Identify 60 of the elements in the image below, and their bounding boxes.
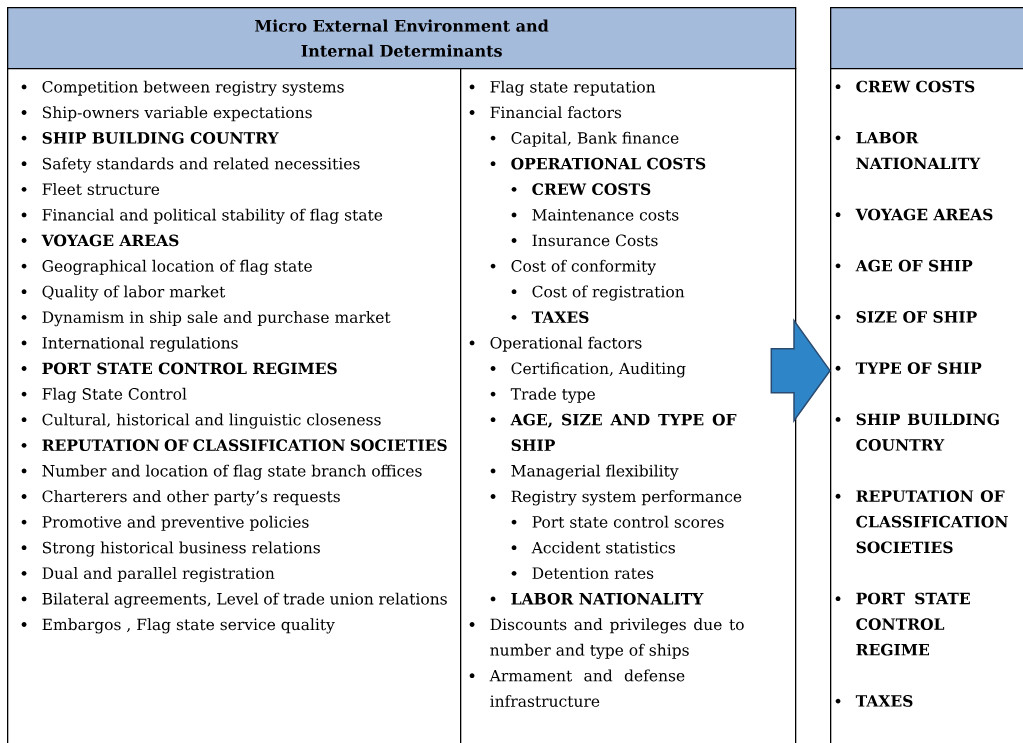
list-panel (7, 68, 462, 743)
bullet-item: Embargos , Flag state service quality (21, 618, 335, 634)
bullet-item: Certification, Auditing (490, 362, 686, 378)
bullet-item: SIZE OF SHIP (835, 311, 977, 323)
bullet-item: Competition between registry systems (21, 80, 344, 96)
bullet-item: AGE OF SHIP (835, 259, 973, 272)
bullet-item: Managerial flexibility (490, 464, 679, 480)
block-arrow (770, 318, 831, 423)
bullet-item: Cost of registration (511, 285, 685, 301)
bullet-item: Geographical location of flag state (21, 259, 312, 276)
bullet-item: PORT STATE CONTROL REGIME (835, 592, 970, 656)
bullet-item: Capital, Bank finance (490, 131, 679, 147)
bullet-item: Quality of labor market (21, 285, 226, 301)
list-panel (830, 68, 1023, 743)
bullet-item: Cost of conformity (490, 259, 656, 276)
bullet-item: Detention rates (511, 567, 654, 580)
bullet-item: TAXES (511, 311, 589, 324)
bullet-item: International regulations (21, 336, 238, 352)
bullet-item: Dual and parallel registration (21, 567, 275, 583)
bullet-item: REPUTATION OF CLASSIFICATION SOCIETIES (835, 490, 1008, 554)
bullet-item: OPERATIONAL COSTS (490, 157, 706, 170)
bullet-item: LABOR NATIONALITY (835, 131, 981, 170)
bullet-item: SHIP BUILDING COUNTRY (835, 413, 999, 451)
bullet-item: Insurance Costs (511, 234, 658, 247)
bullet-item: SHIP BUILDING COUNTRY (21, 132, 279, 144)
bullet-item: Trade type (490, 387, 595, 404)
bullet-item: Strong historical business relations (21, 541, 320, 557)
bullet-item: Fleet structure (21, 183, 160, 196)
bullet-item: PORT STATE CONTROL REGIMES (21, 362, 337, 375)
bullet-item: Armament and defense infrastructure (469, 669, 685, 708)
bullet-item: LABOR NATIONALITY (490, 592, 704, 605)
bullet-item: Number and location of flag state branch offices (21, 464, 422, 480)
list-panel (460, 68, 797, 743)
bullet-item: Registry system performance (490, 490, 742, 506)
bullet-item: Financial factors (469, 106, 622, 119)
bullet-item: TAXES (835, 695, 913, 707)
bullet-item: Operational factors (469, 336, 642, 352)
bullet-item: VOYAGE AREAS (21, 234, 179, 247)
bullet-item: Charterers and other party’s requests (21, 490, 340, 506)
bullet-item: Flag state reputation (469, 80, 656, 96)
header-bar (830, 7, 1023, 70)
bullet-item: Discounts and privileges due to number and type of ships (469, 618, 744, 660)
bullet-item: Financial and political stability of flag state (21, 208, 383, 224)
bullet-item: Accident statistics (511, 541, 675, 554)
bullet-item: Cultural, historical and linguistic closeness (21, 413, 381, 429)
bullet-item: AGE, SIZE AND TYPE OF SHIP (490, 413, 737, 452)
bullet-item: Flag State Control (21, 387, 187, 404)
bullet-item: Promotive and preventive policies (21, 515, 309, 531)
bullet-item: Dynamism in ship sale and purchase market (21, 311, 391, 327)
bullet-item: TYPE OF SHIP (835, 362, 982, 374)
header-bar: Micro External Environment and Internal Determinants (7, 7, 797, 70)
bullet-item: Safety standards and related necessities (21, 157, 360, 173)
bullet-item: CREW COSTS (511, 183, 651, 196)
bullet-item: Bilateral agreements, Level of trade union relations (21, 592, 447, 608)
bullet-item: Ship-owners variable expectations (21, 106, 312, 122)
bullet-item: CREW COSTS (835, 80, 975, 93)
bullet-item: Port state control scores (511, 515, 724, 528)
bullet-item: Maintenance costs (511, 209, 679, 221)
bullet-item: VOYAGE AREAS (835, 208, 993, 221)
bullet-item: REPUTATION OF CLASSIFICATION SOCIETIES (21, 439, 447, 452)
